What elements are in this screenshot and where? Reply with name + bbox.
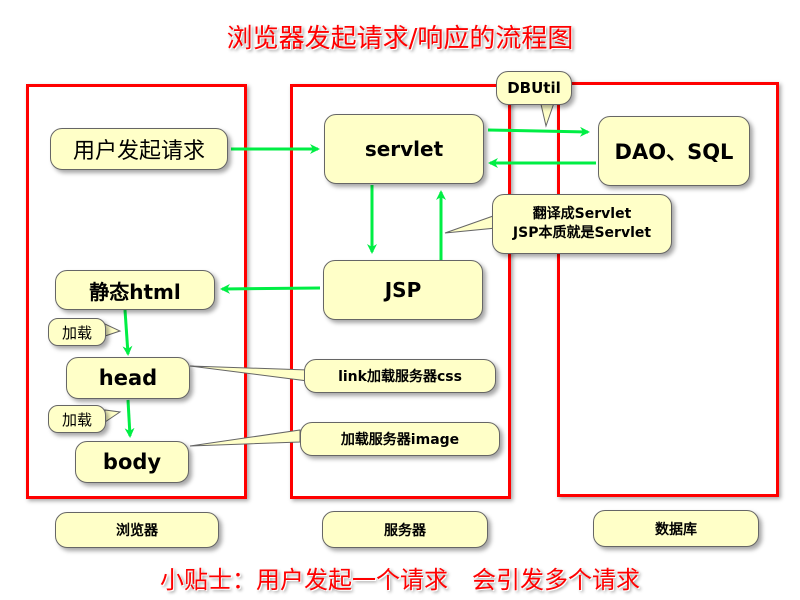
callout-load-2: 加载 — [48, 405, 106, 433]
node-dao-sql-label: DAO、SQL — [614, 140, 734, 164]
server-region — [290, 84, 511, 499]
column-label-server: 服务器 — [322, 511, 488, 548]
column-label-server-text: 服务器 — [384, 522, 426, 539]
browser-region — [26, 84, 247, 499]
tip-text: 小贴士：用户发起一个请求 会引发多个请求 — [160, 566, 640, 594]
callout-dbutil: DBUtil — [496, 71, 572, 105]
diagram-title: 浏览器发起请求/响应的流程图 — [226, 24, 574, 54]
node-jsp-label: JSP — [384, 278, 422, 302]
callout-translate: 翻译成Servlet JSP本质就是Servlet — [492, 194, 672, 254]
callout-translate-line1: 翻译成Servlet — [532, 206, 632, 222]
column-label-database: 数据库 — [593, 510, 759, 547]
column-label-browser-text: 浏览器 — [116, 523, 158, 539]
node-body: body — [75, 441, 189, 483]
callout-load-2-label: 加载 — [61, 410, 92, 429]
node-static-html-label: 静态html — [89, 279, 181, 304]
node-servlet-label: servlet — [364, 137, 444, 161]
callout-load-1: 加载 — [48, 318, 106, 346]
node-body-label: body — [102, 450, 162, 474]
callout-load-image: 加载服务器image — [300, 422, 500, 456]
callout-dbutil-label: DBUtil — [507, 79, 561, 97]
node-dao-sql: DAO、SQL — [598, 116, 750, 186]
node-user-request: 用户发起请求 — [50, 128, 228, 170]
node-user-request-label: 用户发起请求 — [72, 139, 205, 164]
callout-link-css-label: link加载服务器css — [338, 369, 462, 385]
node-servlet: servlet — [324, 114, 484, 184]
callout-load-1-label: 加载 — [61, 323, 92, 342]
node-static-html: 静态html — [55, 270, 215, 310]
database-region — [557, 82, 779, 497]
callout-link-css: link加载服务器css — [304, 359, 496, 393]
column-label-browser: 浏览器 — [55, 512, 219, 548]
node-head-label: head — [98, 366, 158, 390]
callout-load-image-label: 加载服务器image — [340, 432, 460, 448]
column-label-database-text: 数据库 — [655, 521, 697, 538]
node-head: head — [66, 357, 190, 399]
node-jsp: JSP — [323, 260, 483, 320]
callout-translate-line2: JSP本质就是Servlet — [512, 225, 652, 241]
